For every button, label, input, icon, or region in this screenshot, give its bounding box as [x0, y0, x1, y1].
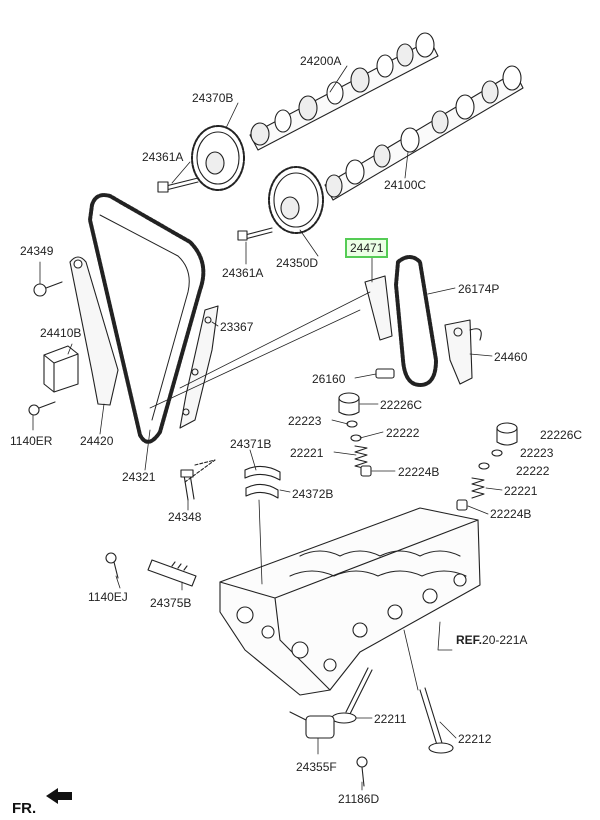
label-24420[interactable]: 24420 [80, 434, 114, 448]
bolt-24348 [180, 459, 216, 501]
bolt-21186D [356, 756, 368, 787]
label-22223-left[interactable]: 22223 [288, 414, 322, 428]
bolt-24349 [33, 281, 63, 297]
label-22222-right[interactable]: 22222 [516, 464, 550, 478]
label-22223-right[interactable]: 22223 [520, 446, 554, 460]
label-24410B[interactable]: 24410B [40, 326, 82, 340]
bolt-24361A-upper [157, 177, 199, 193]
label-22222-left[interactable]: 22222 [386, 426, 420, 440]
label-22224B-right[interactable]: 22224B [490, 507, 532, 521]
retainer-22223-right [491, 449, 503, 457]
reference-prefix: REF. [456, 633, 483, 647]
label-24375B[interactable]: 24375B [150, 596, 192, 610]
front-arrow-icon [46, 788, 72, 804]
label-26160[interactable]: 26160 [312, 372, 346, 386]
label-1140ER[interactable]: 1140ER [10, 434, 53, 448]
leader-lines [32, 65, 503, 791]
sensor-24355F [289, 711, 335, 739]
bearing-24371B [244, 465, 281, 499]
cotter-22222-left [350, 434, 362, 442]
label-23367[interactable]: 23367 [220, 320, 254, 334]
oil-pump-chain-24471 [394, 255, 438, 387]
camshaft-24200A [249, 32, 439, 151]
timing-chain-24321 [88, 193, 206, 444]
tensioner-24460 [444, 319, 482, 385]
lifter-22226C-right [496, 422, 518, 446]
reference-value: 20-221A [482, 633, 528, 647]
label-1140EJ[interactable]: 1140EJ [88, 590, 128, 604]
label-24321[interactable]: 24321 [122, 470, 156, 484]
seal-22224B-left [360, 465, 372, 477]
label-24200A[interactable]: 24200A [300, 54, 342, 68]
spring-22221-left [354, 445, 368, 470]
label-22226C-right[interactable]: 22226C [540, 428, 583, 442]
seal-22224B-right [456, 499, 468, 511]
label-24371B[interactable]: 24371B [230, 437, 272, 451]
pin-26160 [375, 368, 395, 379]
bolt-24361A-lower [237, 227, 273, 241]
label-24350D[interactable]: 24350D [276, 256, 319, 270]
valve-22212 [419, 687, 454, 754]
front-label-text: FR. [12, 800, 37, 817]
label-24361A-upper[interactable]: 24361A [142, 150, 184, 164]
front-direction-label: FR. [12, 800, 36, 817]
lifter-22226C-left [338, 392, 360, 416]
cvvt-sprocket-24370B [191, 125, 245, 191]
reference-note[interactable]: REF.20-221A [456, 633, 527, 647]
label-22211[interactable]: 22211 [374, 712, 407, 726]
retainer-22223-left [346, 420, 358, 428]
guide-26174P [364, 275, 393, 341]
label-24349[interactable]: 24349 [20, 244, 54, 258]
cvvt-sprocket-24350D [268, 166, 324, 234]
label-22221-left[interactable]: 22221 [290, 446, 324, 460]
label-24471[interactable]: 24471 [344, 238, 389, 258]
spring-22221-right [471, 477, 485, 499]
label-22226C-left[interactable]: 22226C [380, 398, 423, 412]
oil-control-valve-24375B [147, 559, 197, 587]
label-24370B[interactable]: 24370B [192, 91, 234, 105]
camshaft-24100C [324, 65, 524, 201]
label-24100C[interactable]: 24100C [384, 178, 427, 192]
label-24460[interactable]: 24460 [494, 350, 528, 364]
label-21186D[interactable]: 21186D [338, 792, 380, 806]
bolt-1140ER [28, 401, 56, 416]
chain-guide-23367 [179, 305, 219, 429]
label-22212[interactable]: 22212 [458, 732, 492, 746]
cylinder-head [219, 507, 481, 696]
label-24372B[interactable]: 24372B [292, 487, 334, 501]
label-22221-right[interactable]: 22221 [504, 484, 538, 498]
label-24361A-lower[interactable]: 24361A [222, 266, 264, 280]
tensioner-24410B [43, 345, 79, 393]
label-26174P[interactable]: 26174P [458, 282, 500, 296]
cotter-22222-right [478, 462, 490, 470]
label-22224B-left[interactable]: 22224B [398, 465, 440, 479]
label-24355F[interactable]: 24355F [296, 760, 337, 774]
bolt-1140EJ [105, 552, 119, 579]
label-24348[interactable]: 24348 [168, 510, 202, 524]
